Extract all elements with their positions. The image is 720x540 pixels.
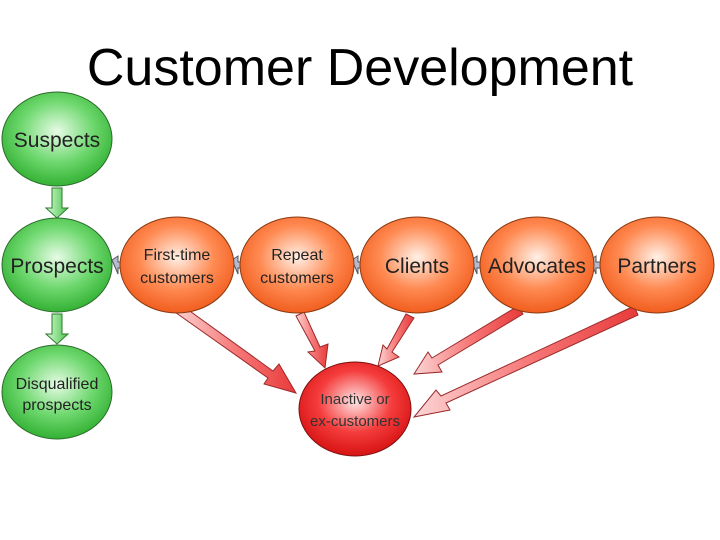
node-label-line-1: Inactive or bbox=[320, 391, 389, 408]
green-arrows bbox=[44, 187, 70, 345]
node-advocates: Advocates bbox=[479, 216, 595, 314]
node-label: Advocates bbox=[488, 255, 586, 278]
node-disqualified: Disqualified prospects bbox=[1, 344, 113, 440]
node-label-line-2: customers bbox=[260, 270, 334, 287]
node-label-line-2: ex-customers bbox=[310, 413, 400, 430]
node-clients: Clients bbox=[359, 216, 475, 314]
arrow-suspects-to-prospects bbox=[44, 187, 70, 219]
node-first-time-customers: First-time customers bbox=[119, 216, 235, 314]
arrow-prospects-to-disqualified bbox=[44, 313, 70, 345]
arrow-partners-to-inactive bbox=[412, 305, 639, 418]
node-prospects: Prospects bbox=[1, 217, 113, 313]
node-label: Prospects bbox=[10, 255, 103, 278]
node-label: Suspects bbox=[14, 129, 100, 152]
arrow-first-time-to-inactive bbox=[171, 303, 298, 394]
node-label-line-1: Repeat bbox=[271, 247, 323, 264]
node-inactive-customers: Inactive or ex-customers bbox=[298, 361, 412, 457]
arrow-clients-to-inactive bbox=[377, 313, 415, 367]
node-label-line-2: customers bbox=[140, 270, 214, 287]
arrow-advocates-to-inactive bbox=[413, 305, 524, 375]
node-label: Clients bbox=[385, 255, 449, 278]
node-label-line-1: Disqualified bbox=[16, 376, 99, 393]
node-label-line-2: prospects bbox=[22, 397, 91, 414]
node-repeat-customers: Repeat customers bbox=[239, 216, 355, 314]
node-suspects: Suspects bbox=[1, 91, 113, 187]
arrow-repeat-to-inactive bbox=[295, 311, 329, 370]
page-title: Customer Development bbox=[86, 39, 634, 97]
node-label-line-1: First-time bbox=[144, 247, 211, 264]
node-label: Partners bbox=[617, 255, 696, 278]
node-partners: Partners bbox=[599, 216, 715, 314]
arrows-to-inactive bbox=[171, 303, 639, 418]
